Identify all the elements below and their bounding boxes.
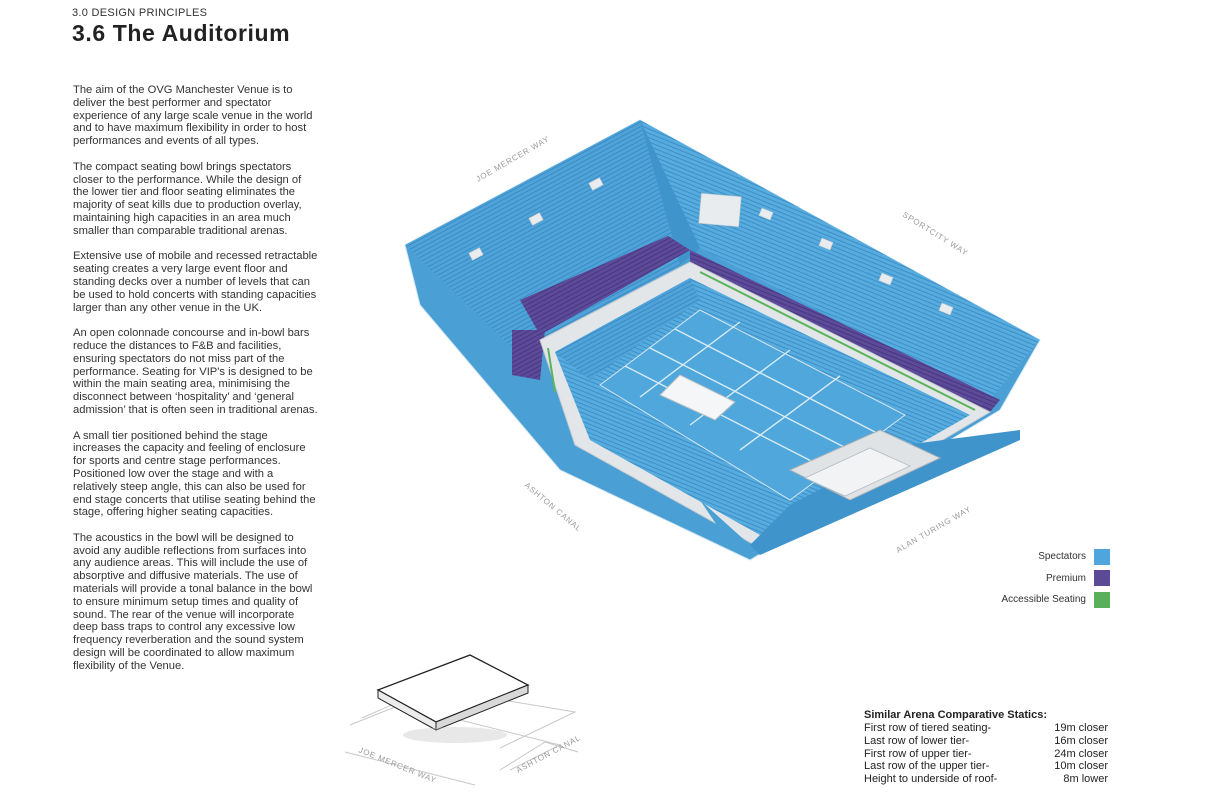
stage-end (700, 429, 1020, 555)
premium-seating (512, 236, 1000, 412)
stats-value: 19m closer (1054, 722, 1108, 734)
paragraph: The acoustics in the bowl will be design… (73, 531, 313, 672)
paragraph: An open colonnade concourse and in-bowl … (73, 327, 318, 416)
stats-title: Similar Arena Comparative Statics: (864, 709, 1047, 721)
stats-value: 10m closer (1054, 760, 1108, 773)
section-label: 3.0 DESIGN PRINCIPLES (72, 7, 208, 19)
legend-label: Premium (1045, 572, 1086, 584)
body-text: The aim of the OVG Manchester Venue is t… (73, 84, 318, 685)
paragraph: Extensive use of mobile and recessed ret… (73, 250, 318, 314)
page-title: 3.6 The Auditorium (72, 20, 291, 46)
legend-label: Accessible Seating (1001, 594, 1087, 606)
legend-swatch-premium (1094, 570, 1110, 587)
street-label-ashton-canal: ASHTON CANAL (523, 481, 584, 534)
street-label-sportcity-way: SPORTCITY WAY (901, 210, 970, 258)
stats-label: Last row of lower tier- (864, 734, 970, 747)
site-key-diagram: JOE MERCER WAY ASHTON CANAL (344, 654, 582, 786)
legend-swatch-spectators (1094, 548, 1110, 565)
stats-value: 8m lower (1063, 773, 1108, 786)
stats-value: 24m closer (1054, 747, 1108, 760)
paragraph: A small tier positioned behind the stage… (73, 429, 316, 519)
stats-label: First row of upper tier- (864, 747, 972, 760)
legend-item-spectators: Spectators (960, 546, 1110, 568)
legend-item-accessible-seating: Accessible Seating (960, 589, 1110, 611)
legend-label: Spectators (1038, 551, 1086, 563)
legend-item-premium: Premium (960, 568, 1110, 590)
site-key-label-joe-mercer-way: JOE MERCER WAY (357, 746, 438, 786)
legend-swatch-accessible (1094, 591, 1110, 608)
stats-row: Height to underside of roof- 8m lower (864, 773, 1108, 786)
stats-label: Height to underside of roof- (864, 773, 998, 786)
legend: Spectators Premium Accessible Seating (960, 546, 1110, 611)
stats-row: Last row of lower tier- 16m closer (864, 735, 1108, 748)
stats-row: First row of upper tier- 24m closer (864, 748, 1108, 761)
comparative-stats: Similar Arena Comparative Statics: First… (864, 709, 1108, 786)
stats-row: First row of tiered seating- 19m closer (864, 722, 1108, 735)
accessible-seating-strip (547, 271, 976, 411)
stats-label: Last row of the upper tier- (864, 760, 990, 773)
stats-value: 16m closer (1054, 734, 1108, 747)
stats-label: First row of tiered seating- (864, 722, 992, 734)
paragraph: The aim of the OVG Manchester Venue is t… (73, 84, 313, 148)
stats-row: Last row of the upper tier- 10m closer (864, 760, 1108, 773)
paragraph: The compact seating bowl brings spectato… (73, 160, 302, 237)
